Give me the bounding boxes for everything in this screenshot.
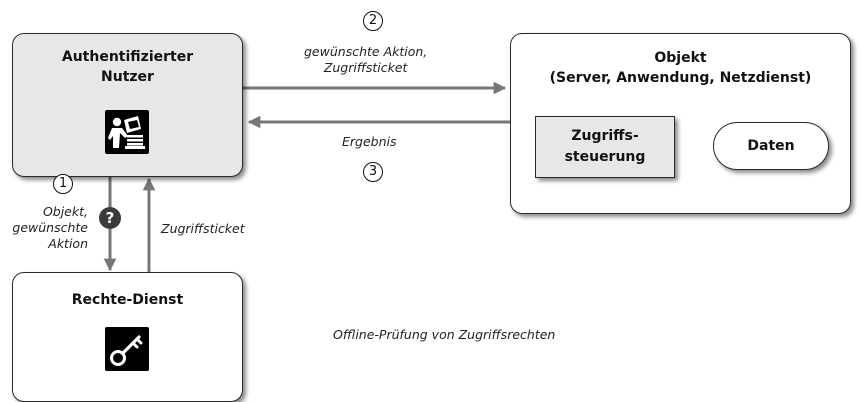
rights-service-title: Rechte-Dienst [71,292,184,308]
result-label: Ergebnis [342,134,397,149]
data-box: Daten [713,122,829,170]
request-label: gewünschte Aktion, Zugriffsticket [304,44,427,76]
access-control-line2: steuerung [564,149,646,165]
access-control-box: Zugriffs- steuerung [535,116,675,178]
user-title-line2: Nutzer [101,69,154,85]
authenticated-user-box: Authentifizierter Nutzer [12,33,243,177]
request-label-line2: Zugriffsticket [323,60,408,75]
step-3-marker: 3 [363,162,383,182]
access-control-line1: Zugriffs- [571,128,639,144]
diagram-caption: Offline-Prüfung von Zugriffsrechten [333,327,556,342]
rights-service-box: Rechte-Dienst [12,272,243,402]
step-2-marker: 2 [363,11,383,31]
question-mark-icon: ? [99,207,121,229]
query-label-line1: Objekt, [42,204,88,219]
object-box: Objekt (Server, Anwendung, Netzdienst) Z… [510,33,851,214]
ticket-label: Zugriffsticket [161,221,245,236]
key-icon [105,327,149,371]
query-label: Objekt, gewünschte Aktion [4,204,88,252]
user-box-title: Authentifizierter Nutzer [13,47,242,87]
user-title-line1: Authentifizierter [61,49,194,65]
data-label: Daten [747,138,795,154]
object-box-title: Objekt (Server, Anwendung, Netzdienst) [511,48,850,88]
query-label-line3: Aktion [48,236,88,251]
object-title-line1: Objekt [654,50,707,66]
object-title-line2: (Server, Anwendung, Netzdienst) [549,70,812,86]
request-label-line1: gewünschte Aktion, [304,44,428,59]
step-1-marker: 1 [53,174,73,194]
query-label-line2: gewünschte [12,220,88,235]
user-at-terminal-icon [105,110,149,154]
